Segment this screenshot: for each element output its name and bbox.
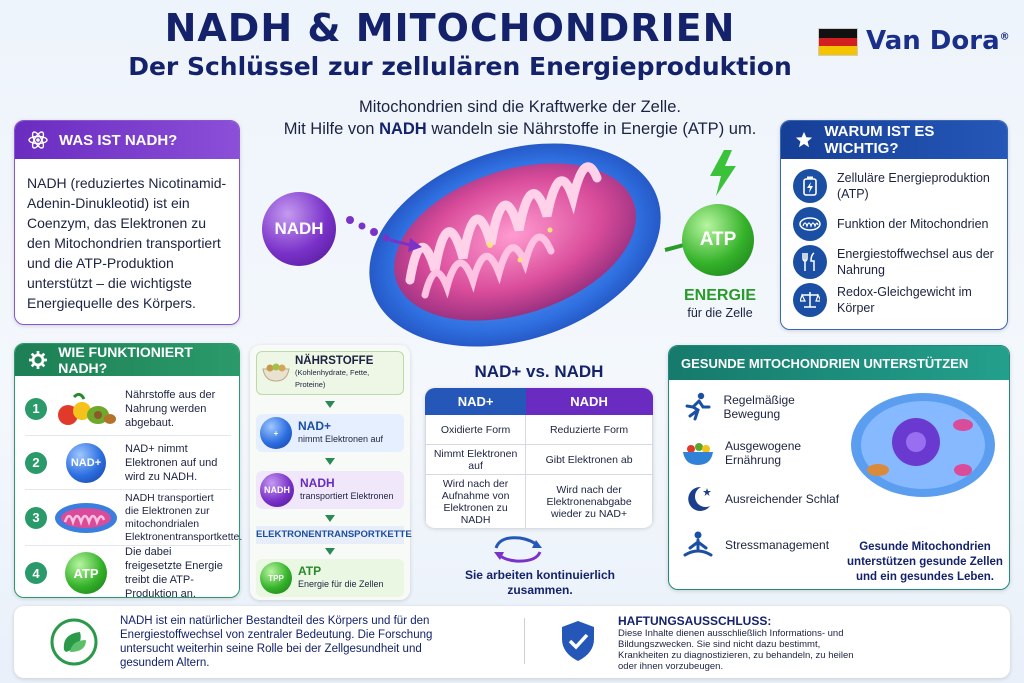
- disclaimer-text: Diese Inhalte dienen ausschließlich Info…: [618, 628, 854, 672]
- footer-panel: NADH ist ein natürlicher Bestandteil des…: [14, 606, 1010, 678]
- energy-label: ENERGIE: [683, 287, 756, 304]
- why-important-title: WARUM IST ES WICHTIG?: [824, 123, 935, 157]
- german-flag-icon: [818, 28, 858, 56]
- why-important-card: WARUM IST ES WICHTIG? Zelluläre Energiep…: [780, 120, 1008, 330]
- why-important-header: WARUM IST ES WICHTIG?: [781, 121, 1007, 159]
- why-item-redox: Redox-Gleichgewicht im Körper: [793, 281, 997, 319]
- why-item-energy: Zelluläre Energieproduktion (ATP): [793, 167, 997, 205]
- intro-line-2: Mit Hilfe von NADH wandeln sie Nährstoff…: [283, 120, 757, 138]
- support-item-nutrition: Ausgewogene Ernährung: [681, 430, 849, 476]
- why-item-metabolism: Energiestoffwechsel aus der Nahrung: [793, 243, 997, 281]
- how-step-4: 4 ATP Die dabei freigesetzte Energie tre…: [25, 546, 231, 600]
- running-icon: [681, 390, 713, 424]
- cutlery-icon: [793, 245, 827, 279]
- how-nadh-works-title: WIE FUNKTIONIERT NADH?: [58, 344, 193, 376]
- support-item-sleep: Ausreichender Schlaf: [681, 476, 849, 522]
- mitochondria-small-icon: [53, 500, 119, 536]
- shield-check-icon: [560, 620, 596, 667]
- scale-icon: [793, 283, 827, 317]
- atp-flow-sphere: TPP: [260, 562, 292, 594]
- nadh-flow-sphere: NADH: [260, 473, 294, 507]
- compare-footer: Sie arbeiten kontinuierlich zusammen.: [464, 568, 616, 597]
- compare-title: NAD+ vs. NADH: [474, 362, 604, 381]
- mitochondrion-illustration: [250, 130, 780, 350]
- star-icon: [793, 129, 814, 151]
- lightning-icon: [706, 150, 740, 201]
- atom-icon: [27, 129, 49, 151]
- atp-sphere: ATP: [682, 204, 754, 276]
- support-caption: Gesunde Mitochondrien unterstützen gesun…: [847, 541, 1003, 583]
- cycle-arrows-icon: [488, 534, 548, 569]
- support-item-exercise: Regelmäßige Bewegung: [681, 384, 849, 430]
- compare-col-nadh: NADH: [525, 388, 653, 415]
- what-is-nadh-card: WAS IST NADH? NADH (reduziertes Nicotina…: [14, 120, 240, 325]
- why-item-mitochondria: Funktion der Mitochondrien: [793, 205, 997, 243]
- footer-text: NADH ist ein natürlicher Bestandteil des…: [120, 615, 433, 669]
- nadh-sphere: NADH: [262, 192, 336, 266]
- what-is-nadh-text: NADH (reduziertes Nicotinamid-Adenin-Din…: [27, 175, 227, 311]
- nutrient-flow-panel: NÄHRSTOFFE (Kohlenhydrate, Fette, Protei…: [250, 345, 412, 600]
- meditation-icon: [681, 528, 715, 562]
- food-icon: [53, 389, 119, 429]
- what-is-nadh-header: WAS IST NADH?: [15, 121, 239, 159]
- compare-col-nad: NAD+: [425, 388, 527, 415]
- nuts-bowl-icon: [261, 359, 291, 388]
- footer-divider: [524, 618, 525, 664]
- gear-icon: [27, 349, 48, 371]
- what-is-nadh-title: WAS IST NADH?: [59, 131, 178, 149]
- how-nadh-works-header: WIE FUNKTIONIERT NADH?: [15, 344, 239, 376]
- flow-electron-transport-chain: ELEKTRONENTRANSPORTKETTE: [256, 526, 412, 544]
- nad-plus-flow-sphere: +: [260, 417, 292, 449]
- how-step-3: 3 NADH transportiert die Elektronen zur …: [25, 490, 242, 546]
- flow-nutrients: NÄHRSTOFFE (Kohlenhydrate, Fette, Protei…: [256, 351, 404, 395]
- how-step-1: 1 Nährstoffe aus der Nahrung werden abge…: [25, 382, 231, 436]
- nad-plus-sphere: NAD+: [66, 442, 106, 483]
- flow-nad-plus: + NAD+nimmt Elektronen auf: [256, 414, 404, 452]
- salad-bowl-icon: [681, 436, 715, 470]
- battery-icon: [793, 169, 827, 203]
- disclaimer-title: HAFTUNGSAUSSCHLUSS:: [618, 614, 772, 628]
- mitochondria-icon: [793, 207, 827, 241]
- atp-small-sphere: ATP: [65, 552, 107, 594]
- intro-text: Mitochondrien sind die Kraftwerke der Ze…: [240, 96, 800, 140]
- brand-logo: Van Dora®: [866, 26, 1010, 56]
- page-subtitle: Der Schlüssel zur zellulären Energieprod…: [128, 52, 792, 81]
- support-title: GESUNDE MITOCHONDRIEN UNTERSTÜTZEN: [669, 346, 1009, 380]
- how-step-2: 2 NAD+ NAD+ nimmt Elektronen auf und wir…: [25, 436, 231, 490]
- page-title: NADH & MITOCHONDRIEN: [164, 6, 736, 50]
- how-nadh-works-card: WIE FUNKTIONIERT NADH? 1 Nährstoffe aus …: [14, 343, 242, 600]
- moon-icon: [681, 482, 715, 516]
- cell-illustration: [848, 390, 998, 505]
- support-item-stress: Stressmanagement: [681, 522, 849, 568]
- leaf-icon: [50, 618, 98, 671]
- energy-sub-label: für die Zelle: [687, 306, 753, 320]
- intro-line-1: Mitochondrien sind die Kraftwerke der Ze…: [359, 98, 681, 116]
